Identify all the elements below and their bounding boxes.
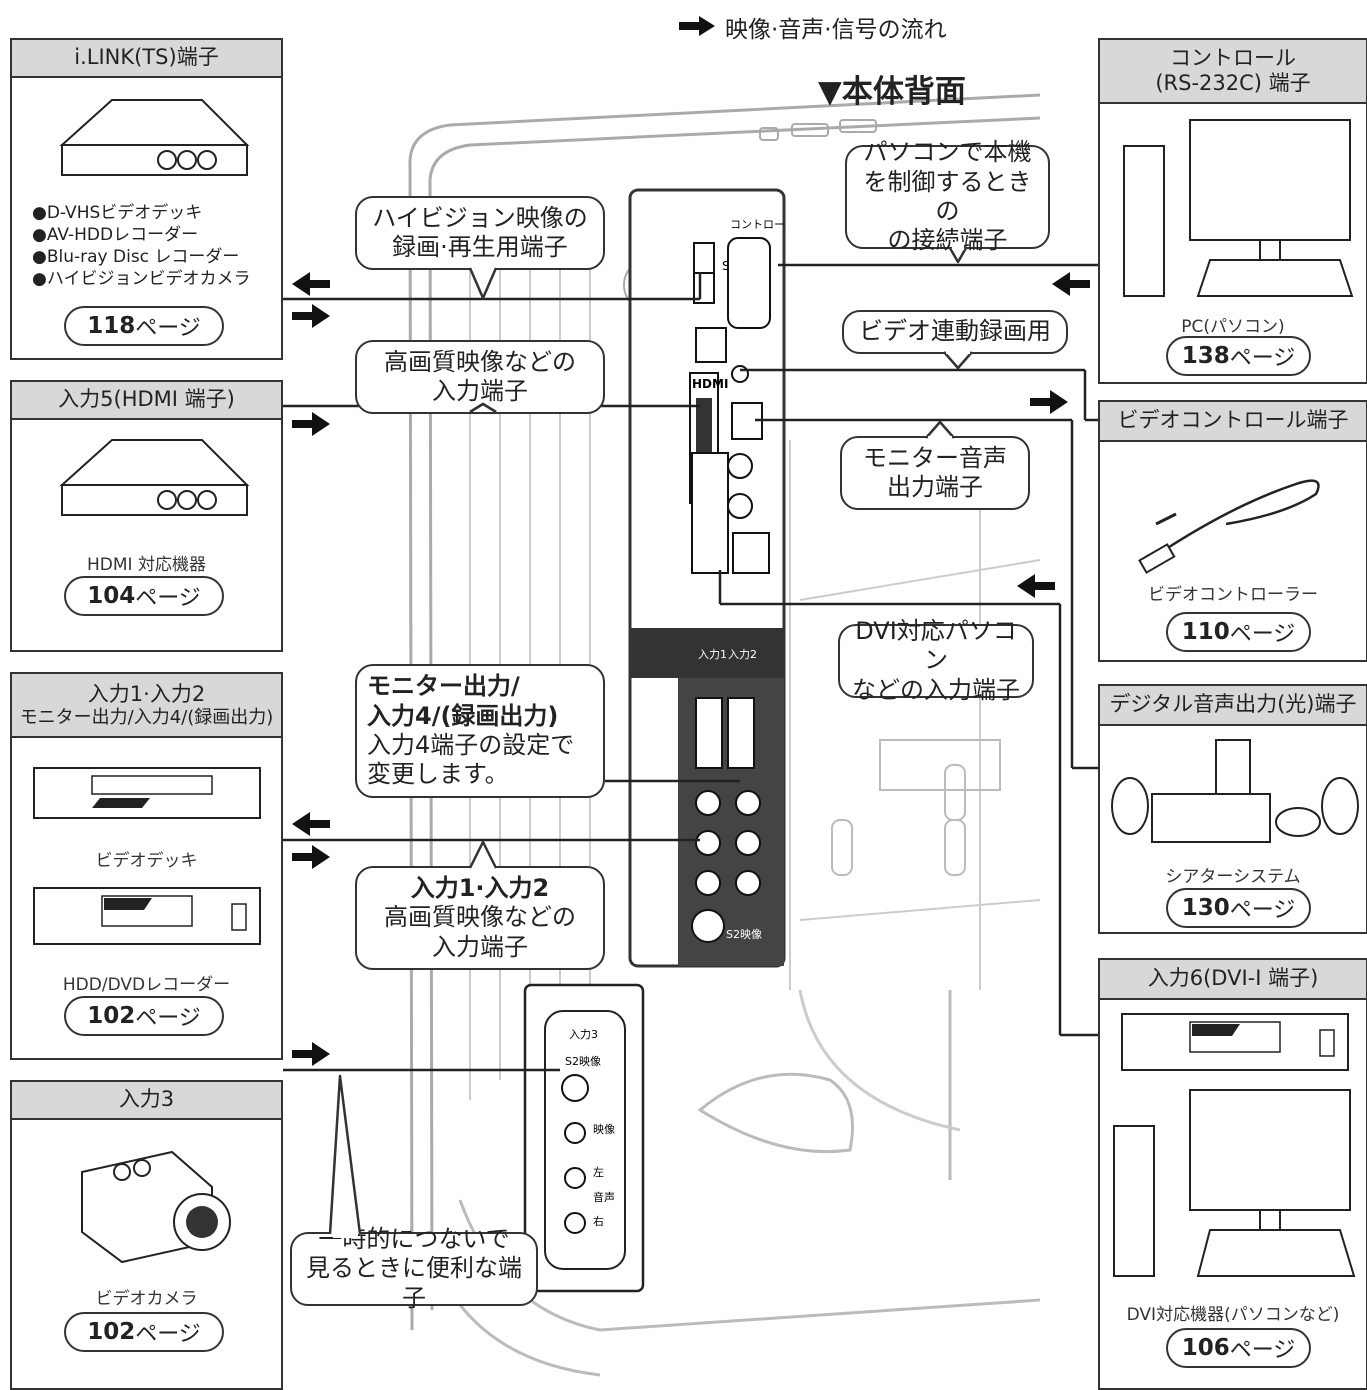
callout-pointers — [0, 0, 1367, 1380]
